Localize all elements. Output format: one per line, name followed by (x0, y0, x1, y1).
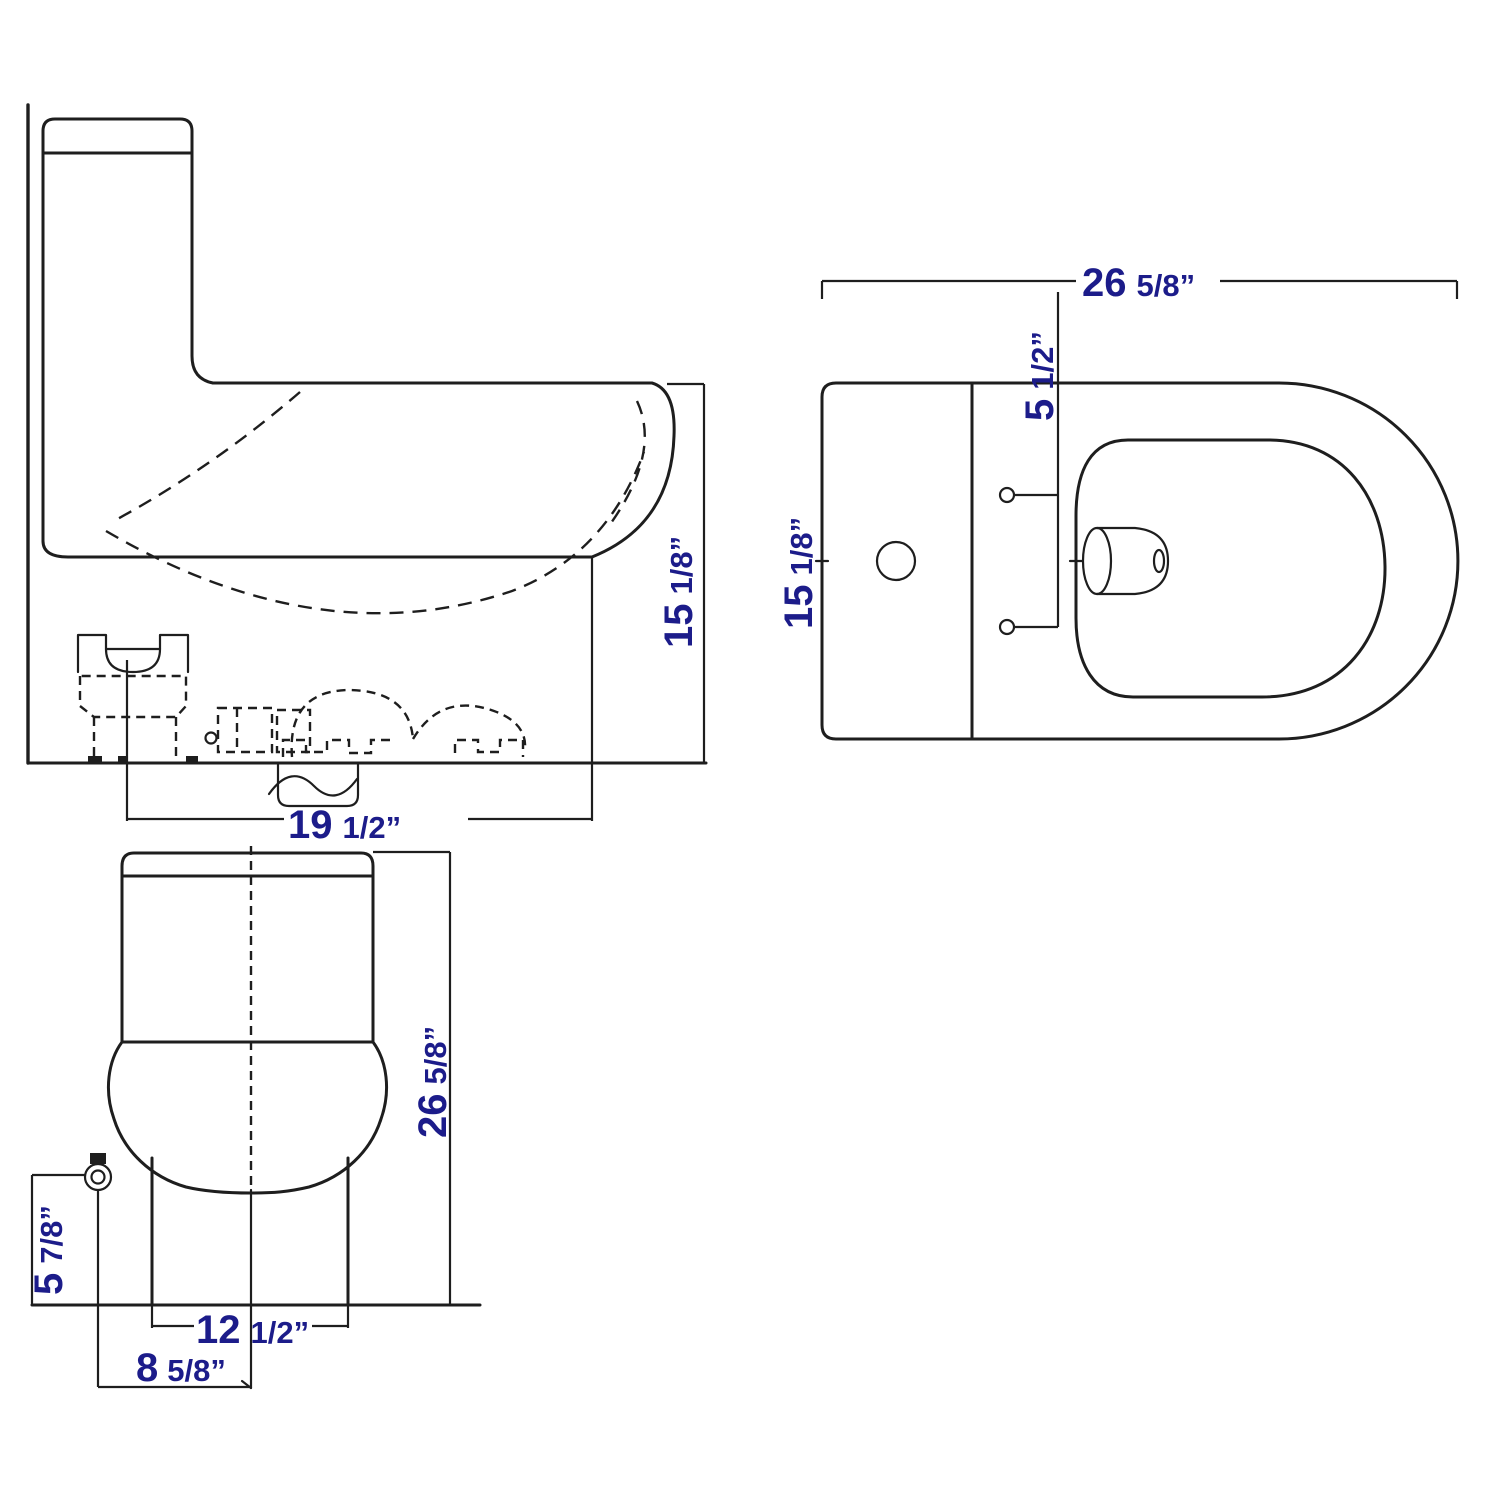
bowl-rim-and-front (211, 381, 676, 559)
bowl-underside-line (41, 539, 594, 559)
top-depth-dimension-label: 151/8” (777, 517, 821, 629)
trapway-hump-1 (290, 688, 415, 758)
mount-foot-2 (118, 756, 128, 763)
trip-lever-pivot (204, 731, 218, 745)
spout-tip (1152, 548, 1166, 574)
bowl-interior-dashed-arc-2 (105, 451, 646, 615)
flush-valve-cup (104, 647, 162, 674)
spout-mouth (1081, 526, 1113, 596)
bowl-interior-dashed-arc-3 (610, 400, 646, 524)
front-tank-outline (120, 851, 375, 1044)
inner-bowl-outline (1074, 438, 1387, 699)
floor-outlet-break-wave (267, 775, 359, 797)
top-body-outline (820, 381, 1460, 741)
mid-dashed-box-2 (275, 708, 312, 754)
floor-outlet (276, 761, 360, 808)
supply-height-dimension-label: 57/8” (27, 1205, 71, 1295)
front-bowl-right (249, 1040, 389, 1195)
spout-body (1095, 526, 1170, 596)
bowl-interior-dashed-arc-1 (111, 391, 301, 524)
trapway-hump-2 (411, 704, 527, 750)
flush-button-hole (875, 540, 917, 582)
flush-valve-top (76, 633, 190, 674)
trapway-base-steps-2 (453, 738, 525, 757)
side-height-dimension-label: 151/8” (657, 536, 701, 648)
hinge-spacing-dimension-label: 51/2” (1018, 331, 1062, 421)
hinge-hole-top (998, 486, 1016, 504)
mount-foot-3 (186, 756, 198, 763)
mount-foot-1 (88, 756, 102, 763)
trapway-base-steps-1 (281, 738, 392, 757)
valve-outer-circle (83, 1162, 113, 1192)
valve-cap (90, 1153, 106, 1164)
hinge-hole-bottom (998, 618, 1016, 636)
water-supply-valve-icon (83, 1153, 113, 1192)
mid-dashed-box (216, 706, 274, 754)
flush-valve-dashed-body (78, 674, 188, 719)
front-bowl-left (106, 1040, 253, 1195)
tank-outline (41, 117, 215, 543)
valve-inner-circle (90, 1169, 106, 1185)
front-height-dimension-label: 265/8” (411, 1026, 455, 1138)
